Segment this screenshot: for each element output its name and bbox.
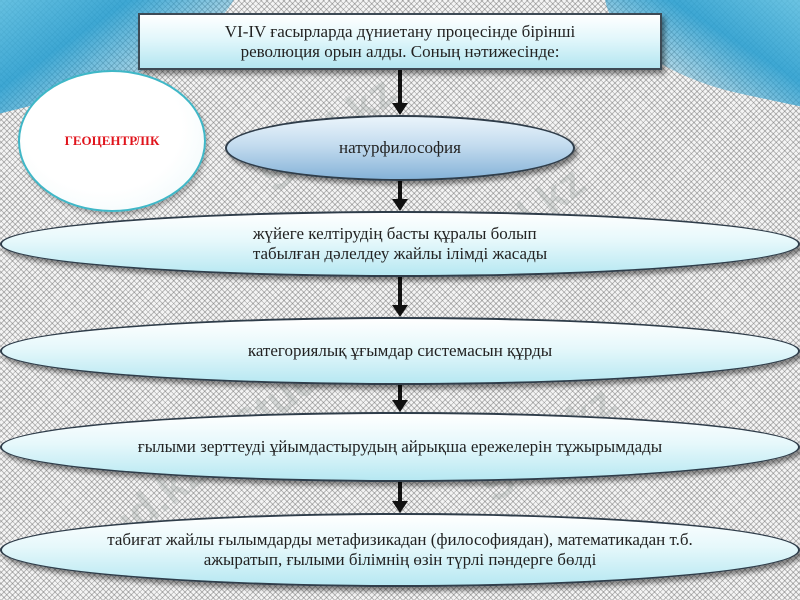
geocentrism-circle: ГЕОЦЕНТРЛІК [18,70,206,212]
step-line: табылған дәлелдеу жайлы ілімді жасады [252,244,548,263]
step-line: ажыратып, ғылыми білімнің өзін түрлі пән… [203,550,597,569]
step-research-rules: ғылыми зерттеуді ұйымдастырудың айрықша … [0,412,800,482]
step-line: табиғат жайлы ғылымдарды метафизикадан (… [107,530,693,549]
step-proof-doctrine: жүйеге келтірудің басты құралы болып таб… [0,211,800,277]
step-separate-disciplines: табиғат жайлы ғылымдарды метафизикадан (… [0,513,800,587]
revolution-intro-box: VI-IV ғасырларда дүниетану процесінде бі… [138,13,662,70]
intro-line: революция орын алды. Соның нәтижесінде: [240,41,560,61]
step-line: жүйеге келтірудің басты құралы болып [252,224,537,243]
natural-philosophy-label: натурфилософия [339,138,461,157]
natural-philosophy-node: натурфилософия [225,115,575,181]
arrow-down-icon [392,181,408,211]
arrow-down-icon [392,385,408,412]
arrow-down-icon [392,70,408,115]
step-label: категориялық ұғымдар системасын құрды [247,341,553,360]
step-label: ғылыми зерттеуді ұйымдастырудың айрықша … [137,437,663,456]
step-categories: категориялық ұғымдар системасын құрды [0,317,800,385]
intro-line: VI-IV ғасырларда дүниетану процесінде бі… [224,21,576,41]
arrow-down-icon [392,482,408,513]
geocentrism-label: ГЕОЦЕНТРЛІК [64,133,160,148]
arrow-down-icon [392,277,408,317]
